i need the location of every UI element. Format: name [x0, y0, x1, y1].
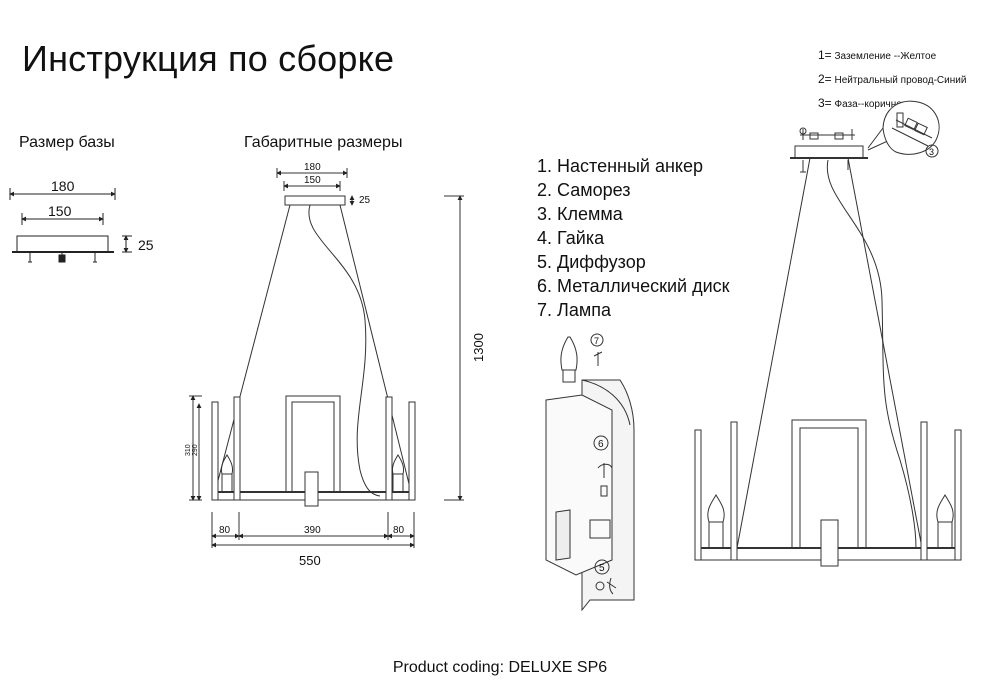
wiring-legend-num: 2= — [818, 72, 832, 86]
overall-dimensions-drawing — [189, 168, 464, 548]
side-height-outer: 310 — [185, 444, 192, 456]
wiring-legend-text: Заземление --Желтое — [834, 51, 937, 62]
wiring-legend-text: Фаза--коричневая — [834, 99, 918, 110]
callout-disc: 6 — [593, 435, 609, 451]
part-item: 2. Саморез — [537, 180, 631, 200]
wiring-legend-item: 2= Нейтральный провод-Синий — [818, 68, 966, 92]
part-item: 7. Лампа — [537, 300, 611, 320]
overall-size-label: Габаритные размеры — [244, 134, 403, 151]
part-item: 6. Металлический диск — [537, 276, 730, 296]
wiring-legend-item: 3= Фаза--коричневая — [818, 92, 966, 116]
canopy-width-inner: 150 — [304, 175, 321, 186]
wiring-legend-item: 1= Заземление --Желтое — [818, 44, 966, 68]
callout-wiring: 3 — [925, 144, 939, 158]
page-title: Инструкция по сборке — [22, 38, 395, 79]
wiring-legend-num: 1= — [818, 48, 832, 62]
base-size-label: Размер базы — [19, 134, 115, 151]
callout-lamp: 7 — [590, 333, 604, 347]
product-coding: Product coding: DELUXE SP6 — [392, 659, 608, 676]
part-item: 5. Диффузор — [537, 252, 646, 272]
wiring-legend-num: 3= — [818, 96, 832, 110]
callout-disc-number: 6 — [598, 439, 604, 450]
base-width-outer: 180 — [51, 178, 75, 194]
canopy-width-outer: 180 — [304, 162, 321, 173]
callout-wiring-number: 3 — [929, 147, 934, 157]
part-item: 4. Гайка — [537, 228, 605, 248]
canopy-height: 25 — [359, 195, 371, 206]
part-item: 1. Настенный анкер — [537, 156, 703, 176]
base-height: 25 — [138, 237, 154, 253]
exploded-part-view — [545, 336, 635, 612]
side-height-inner: 290 — [192, 444, 199, 456]
wiring-legend-text: Нейтральный провод-Синий — [834, 75, 967, 86]
callout-diffuser: 5 — [594, 559, 610, 575]
wiring-legend: 1= Заземление --Желтое 2= Нейтральный пр… — [818, 44, 966, 116]
base-size-drawing — [9, 188, 132, 263]
base-width-inner: 150 — [48, 203, 72, 219]
callout-lamp-number: 7 — [594, 336, 599, 346]
part-item: 3. Клемма — [537, 204, 623, 224]
callout-diffuser-number: 5 — [599, 563, 605, 574]
center-span: 390 — [304, 525, 321, 536]
right-offset: 80 — [393, 525, 405, 536]
total-width: 550 — [299, 553, 321, 568]
total-height: 1300 — [471, 333, 486, 362]
parts-list: 1. Настенный анкер 2. Саморез 3. Клемма … — [537, 154, 730, 322]
left-offset: 80 — [219, 525, 231, 536]
assembled-view — [694, 100, 962, 567]
